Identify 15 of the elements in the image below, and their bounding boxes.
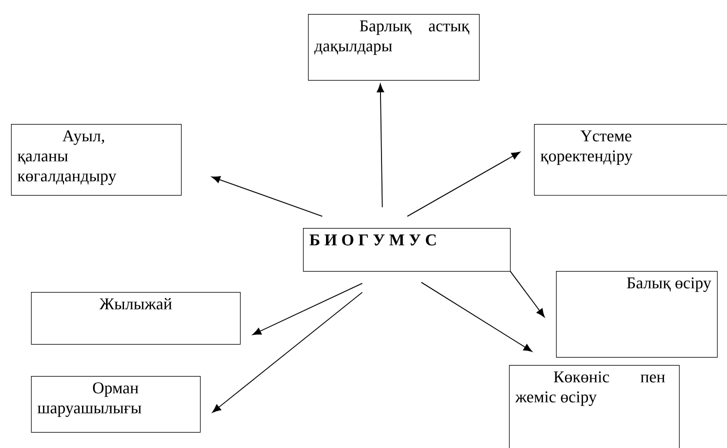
text-box: Б И О Г У М У С	[303, 228, 511, 272]
text-box: Барлық астық дақылдары	[308, 14, 480, 81]
text-box: Орман шаруашылығы	[31, 376, 201, 433]
arrow	[252, 282, 363, 336]
text-box: Ауыл, қаланы көгалдандыру	[11, 124, 182, 196]
arrow	[212, 176, 323, 217]
arrow	[376, 84, 384, 208]
text-box: Үстеме қоректендіру	[534, 124, 727, 196]
text-box: Жылыжай	[31, 292, 241, 345]
text-box: Көкөніс пен жеміс өсіру	[509, 365, 680, 448]
arrow	[212, 292, 363, 413]
arrow	[420, 282, 532, 352]
arrow	[510, 270, 545, 318]
text-box: Балық өсіру	[556, 271, 718, 358]
arrow	[406, 152, 520, 217]
